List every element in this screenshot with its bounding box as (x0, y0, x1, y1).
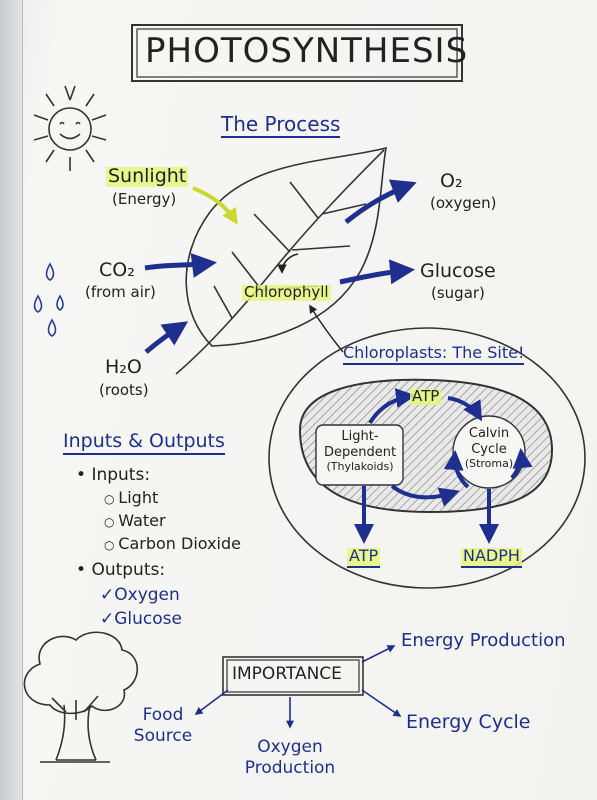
input-item: ○ Carbon Dioxide (104, 534, 241, 553)
process-heading: The Process (221, 112, 341, 138)
calvin-line-3: (Stroma) (464, 457, 514, 471)
tree-icon (23, 631, 138, 763)
oxygen-production-label: Oxygen Production (240, 737, 340, 780)
inputs-row: • Inputs: (76, 465, 151, 485)
page-title: PHOTOSYNTHESIS (145, 31, 469, 71)
outputs-label: Outputs: (91, 560, 166, 580)
calvin-cycle-label: Calvin Cycle (Stroma) (455, 426, 523, 470)
input-item: ○ Water (104, 511, 166, 530)
food-source-line-1: Food (142, 705, 184, 725)
outputs-row: • Outputs: (76, 560, 166, 580)
sunlight-sub: (Energy) (112, 190, 177, 208)
food-source-label: Food Source (128, 705, 198, 748)
h2o-sub: (roots) (99, 381, 149, 399)
light-dependent-line-3: (Thylakoids) (326, 460, 394, 474)
process-arrows (144, 179, 417, 354)
glucose-sub: (sugar) (431, 284, 485, 302)
calvin-line-1: Calvin (468, 426, 510, 441)
light-dependent-line-2: Dependent (323, 444, 397, 460)
bullet-icon: • (76, 560, 92, 580)
atp-top-label: ATP (410, 387, 442, 405)
check-icon: ✓ (100, 609, 115, 629)
chloroplast-diagram (268, 327, 586, 589)
bullet-icon: ○ (104, 492, 119, 506)
facing-page-edge (0, 0, 23, 800)
glucose-label: Glucose (420, 260, 496, 282)
light-dependent-line-1: Light- (341, 429, 379, 444)
co2-sub: (from air) (85, 283, 156, 301)
calvin-line-2: Cycle (471, 441, 507, 457)
io-heading: Inputs & Outputs (63, 431, 225, 455)
sunlight-label: Sunlight (106, 165, 189, 187)
input-item-label: Water (118, 511, 166, 530)
energy-production-label: Energy Production (401, 630, 566, 651)
importance-diagram (194, 645, 402, 729)
inputs-label: Inputs: (91, 465, 151, 485)
light-dependent-label: Light- Dependent (Thylakoids) (318, 429, 402, 473)
o2-sub: (oxygen) (430, 194, 497, 212)
check-icon: ✓ (100, 585, 115, 605)
sun-icon (33, 85, 107, 171)
output-item-label: Oxygen (114, 585, 180, 605)
input-item: ○ Light (104, 488, 159, 507)
input-item-label: Carbon Dioxide (118, 534, 241, 553)
output-item: ✓Oxygen (100, 585, 180, 605)
input-item-label: Light (118, 488, 159, 507)
chloroplast-heading: Chloroplasts: The Site! (343, 344, 525, 365)
water-drops-icon (33, 262, 64, 337)
bullet-icon: ○ (104, 538, 119, 552)
energy-cycle-label: Energy Cycle (406, 711, 531, 733)
oxygen-production-line-1: Oxygen (257, 737, 323, 757)
output-item-label: Glucose (114, 609, 182, 629)
o2-label: O₂ (440, 170, 463, 192)
oxygen-production-line-2: Production (244, 758, 336, 779)
food-source-line-2: Source (133, 726, 193, 747)
importance-label: IMPORTANCE (232, 664, 342, 684)
bullet-icon: ○ (104, 515, 119, 529)
nadph-output-label: NADPH (461, 547, 522, 568)
h2o-label: H₂O (105, 356, 142, 378)
co2-label: CO₂ (99, 259, 135, 281)
output-item: ✓Glucose (100, 609, 182, 629)
atp-output-label: ATP (347, 547, 381, 568)
title-box (131, 24, 463, 82)
chlorophyll-label: Chlorophyll (242, 283, 331, 301)
bullet-icon: • (76, 465, 92, 485)
